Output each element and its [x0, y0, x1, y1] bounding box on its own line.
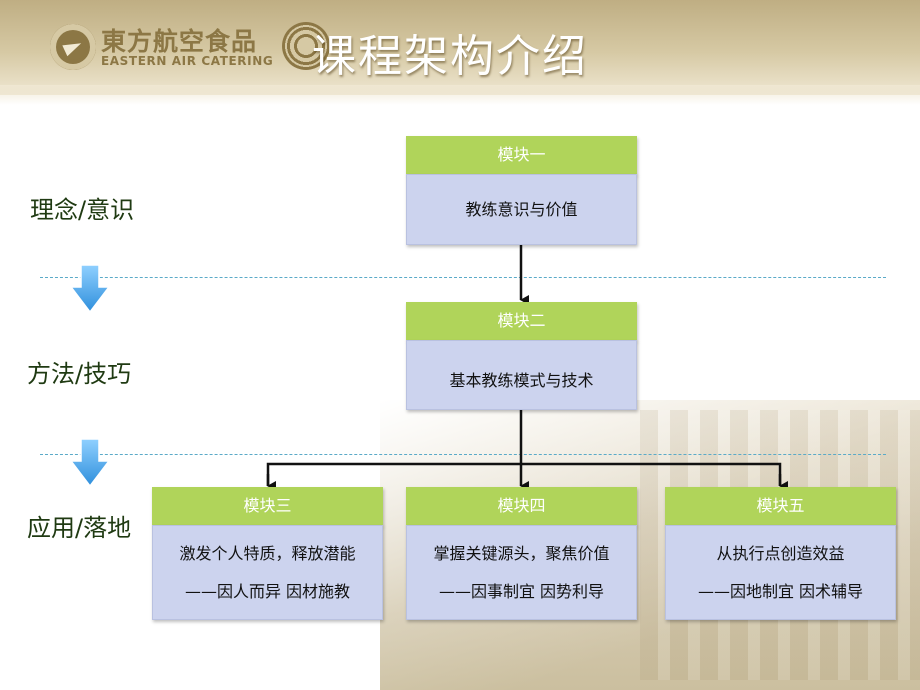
module-3-line-2: ——因人而异 因材施教 — [184, 582, 351, 601]
module-1: 模块一 教练意识与价值 — [406, 136, 637, 245]
level-label-method: 方法/技巧 — [27, 360, 132, 388]
header-fade — [0, 85, 920, 105]
module-1-title: 模块一 — [406, 136, 637, 175]
module-3-line-1: 激发个人特质，释放潜能 — [179, 544, 356, 563]
module-2-body: 基本教练模式与技术 — [406, 340, 637, 410]
company-name-en: EASTERN AIR CATERING — [101, 54, 274, 68]
level-divider-2 — [40, 454, 886, 455]
module-3: 模块三 激发个人特质，释放潜能 ——因人而异 因材施教 — [152, 487, 383, 620]
down-arrow-icon — [69, 438, 111, 488]
module-3-body: 激发个人特质，释放潜能 ——因人而异 因材施教 — [152, 525, 383, 620]
secondary-logo-icon — [282, 22, 330, 70]
level-divider-1 — [40, 277, 886, 278]
company-name-cn: 東方航空食品 — [101, 27, 258, 56]
module-4-line-2: ——因事制宜 因势利导 — [438, 582, 605, 601]
module-1-line-1: 教练意识与价值 — [465, 200, 578, 219]
module-4-title: 模块四 — [406, 487, 637, 526]
module-5-line-2: ——因地制宜 因术辅导 — [697, 582, 864, 601]
module-5: 模块五 从执行点创造效益 ——因地制宜 因术辅导 — [665, 487, 896, 620]
module-1-body: 教练意识与价值 — [406, 174, 637, 245]
down-arrow-icon — [69, 264, 111, 314]
module-4: 模块四 掌握关键源头，聚焦价值 ——因事制宜 因势利导 — [406, 487, 637, 620]
module-5-title: 模块五 — [665, 487, 896, 526]
header-band — [0, 0, 920, 95]
module-5-line-1: 从执行点创造效益 — [716, 544, 845, 563]
connector-branch — [266, 462, 782, 486]
module-3-title: 模块三 — [152, 487, 383, 526]
module-4-line-1: 掌握关键源头，聚焦价值 — [433, 544, 610, 563]
module-4-body: 掌握关键源头，聚焦价值 ——因事制宜 因势利导 — [406, 525, 637, 620]
level-label-concept: 理念/意识 — [30, 196, 135, 224]
level-label-application: 应用/落地 — [27, 514, 132, 542]
module-2: 模块二 基本教练模式与技术 — [406, 302, 637, 410]
module-2-line-1: 基本教练模式与技术 — [449, 371, 594, 390]
module-5-body: 从执行点创造效益 ——因地制宜 因术辅导 — [665, 525, 896, 620]
slide-title: 课程架构介绍 — [312, 31, 588, 82]
module-2-title: 模块二 — [406, 302, 637, 341]
airline-logo-icon — [50, 24, 96, 70]
